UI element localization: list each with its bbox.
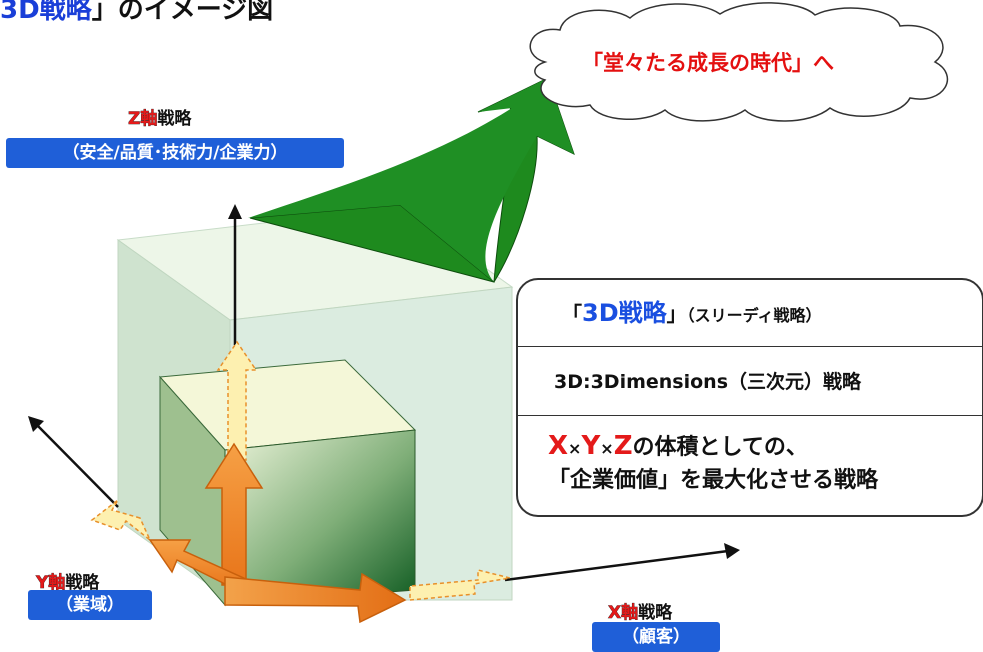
z-axis-badge: （安全/品質･技術力/企業力） [6,138,344,168]
dashed-axis-arrows [90,340,511,601]
info-row-name: 「3D戦略」（スリーディ戦略） [562,299,822,327]
strategy-info-box: 「3D戦略」（スリーディ戦略） 3D:3Dimensions（三次元）戦略 X×… [516,278,983,517]
x-axis-badge: （顧客） [592,622,720,652]
info-row-definition: 3D:3Dimensions（三次元）戦略 [518,346,982,416]
y-axis-title: Y軸戦略 [35,572,100,593]
orange-axis-arrows [148,442,407,624]
goal-cloud: 「堂々たる成長の時代」へ [529,2,948,122]
strategy-name: 3D戦略 [582,299,667,327]
info-row-description: X×Y×Zの体積としての、 「企業価値」を最大化させる戦略 [548,431,879,493]
growth-arrow-body [248,78,574,282]
cloud-text: 「堂々たる成長の時代」へ [582,51,834,75]
x-axis-title: X軸戦略 [608,602,673,623]
axis-lines [28,204,740,582]
diagram-title: 3D戦略」のイメージ図 [0,0,273,25]
y-axis-badge: （業域） [28,590,152,620]
strategy-reading: （スリーディ戦略） [686,306,822,325]
z-axis-title: Z軸戦略 [128,108,192,129]
inner-cube [158,359,417,607]
